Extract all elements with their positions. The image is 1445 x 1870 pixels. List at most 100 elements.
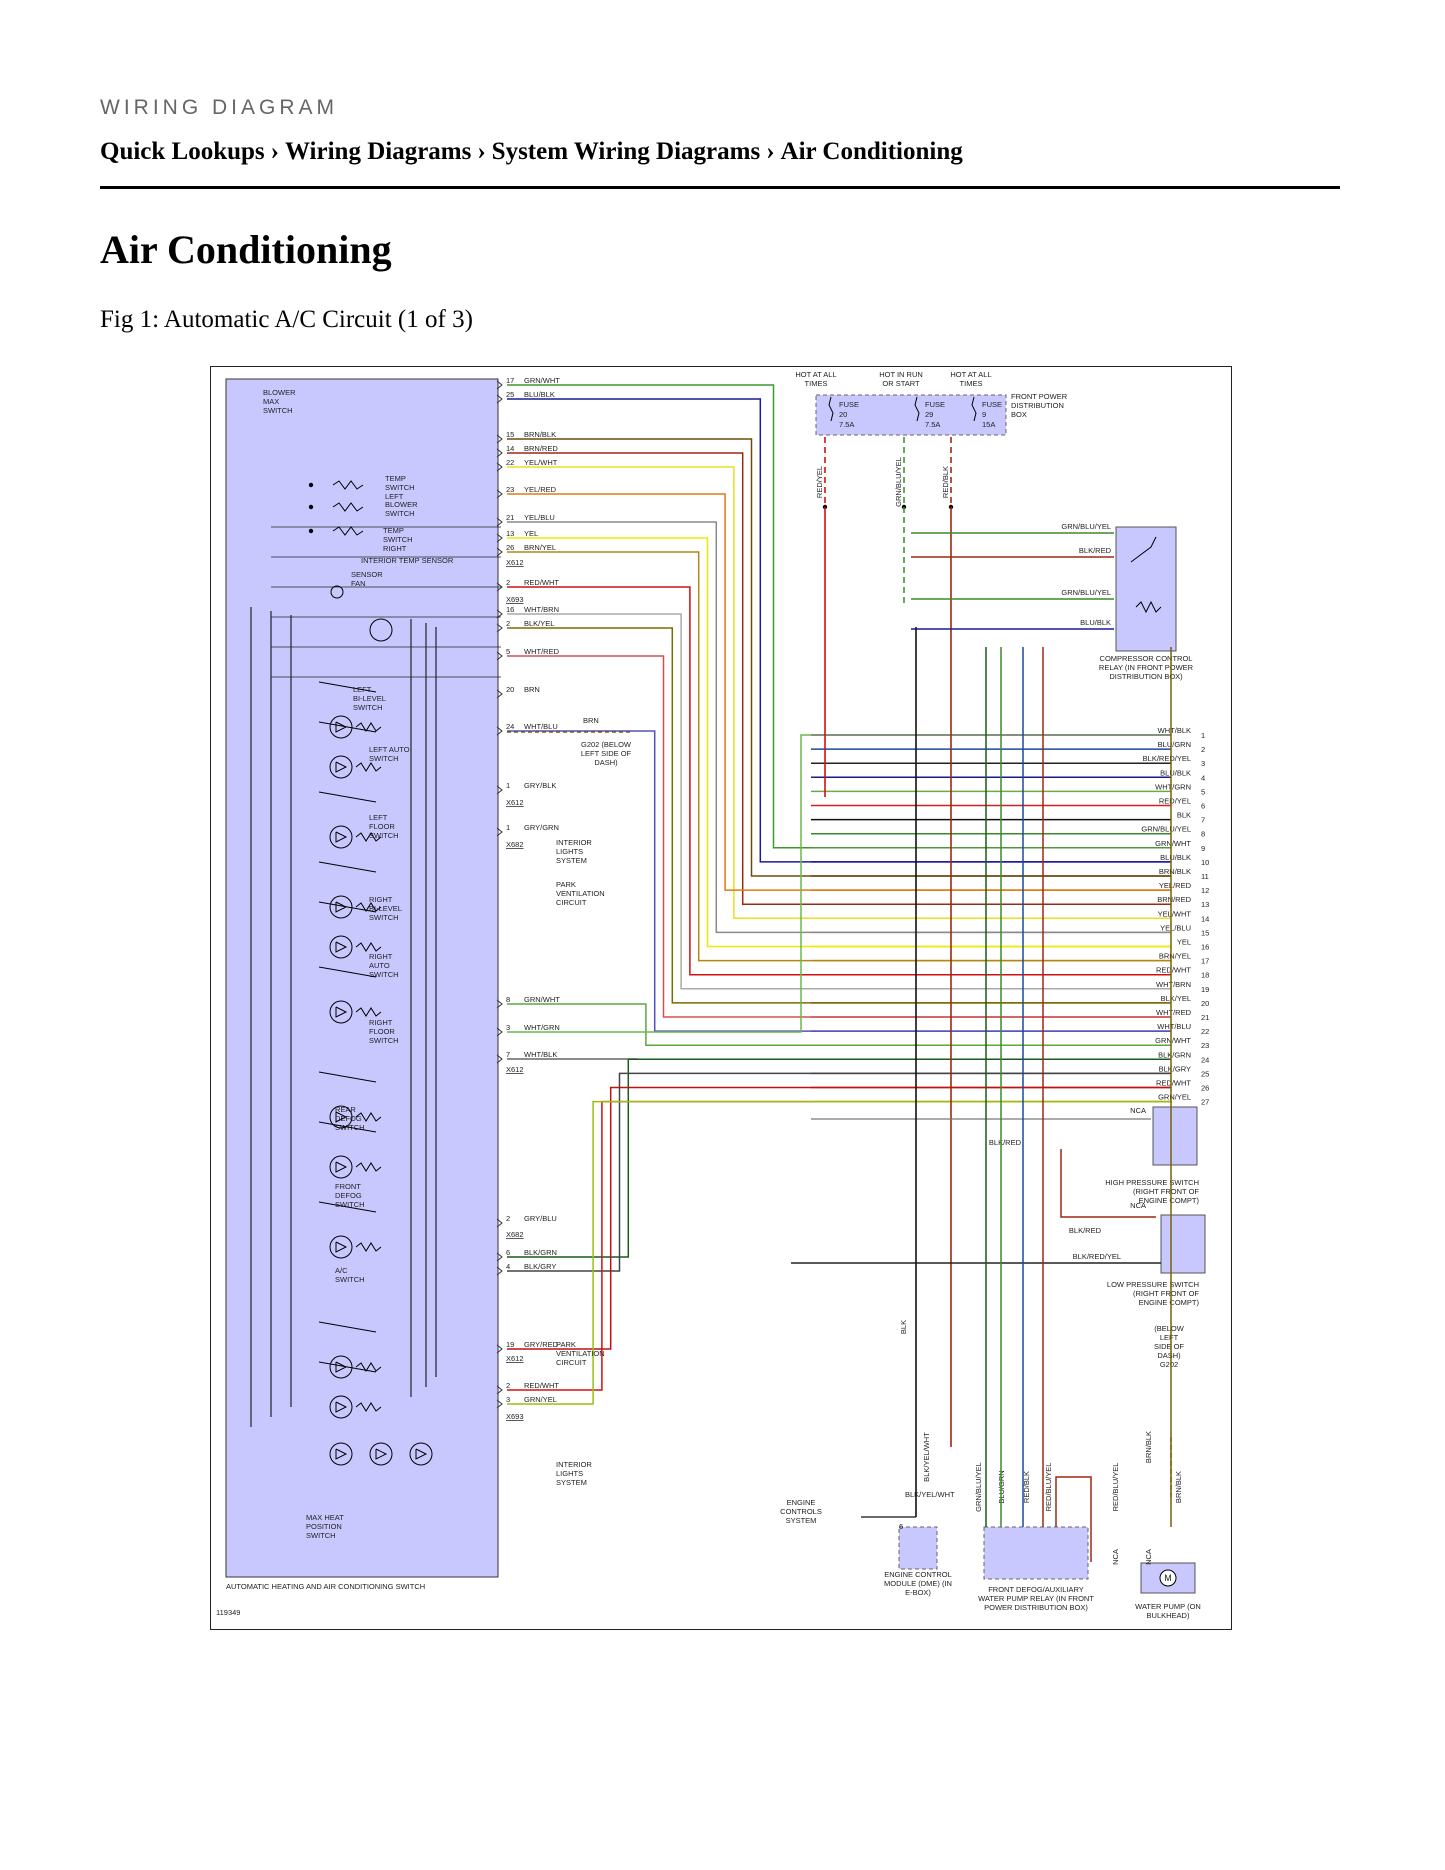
switch-label: SWITCH: [369, 970, 399, 979]
right-pin-wire-label: WHT/RED: [1156, 1008, 1192, 1017]
right-pin-number: 7: [1201, 816, 1205, 825]
fuse-number: 9: [982, 410, 986, 419]
breadcrumb-item-system-wiring-diagrams[interactable]: System Wiring Diagrams: [491, 138, 761, 165]
power-box-label: BOX: [1011, 410, 1027, 419]
pressure-wire-label: NCA: [1130, 1106, 1146, 1115]
resistor-symbol: [355, 1007, 382, 1017]
circuit-reference: SYSTEM: [556, 1478, 587, 1487]
switch-label: SWITCH: [353, 703, 383, 712]
bottom-wire-label: NCA: [1111, 1549, 1120, 1565]
left-pin-wire-label: YEL/BLU: [524, 513, 555, 522]
left-pin-wire-label: GRY/RED: [524, 1340, 559, 1349]
switch-label: RIGHT: [369, 1018, 393, 1027]
bottom-wire-label: BLK: [899, 1320, 908, 1334]
figure-caption: Fig 1: Automatic A/C Circuit (1 of 3): [100, 306, 473, 333]
bottom-wire-label: RED/BLU/YEL: [1044, 1463, 1053, 1512]
right-pin-number: 19: [1201, 985, 1209, 994]
right-pin-number: 8: [1201, 830, 1205, 839]
left-pin-number: 3: [506, 1395, 510, 1404]
pin-connector: [496, 651, 503, 661]
right-pin-wire-label: BLK/RED/YEL: [1143, 754, 1191, 763]
switch-label: LEFT: [385, 492, 404, 501]
circuit-reference: PARK: [556, 1340, 576, 1349]
right-pin-wire-label: GRN/WHT: [1155, 1036, 1191, 1045]
ground-label-right: DASH): [1157, 1351, 1181, 1360]
resistor-symbol: [355, 1362, 382, 1372]
switch-label: BLOWER: [263, 388, 296, 397]
circuit-reference: CIRCUIT: [556, 1358, 587, 1367]
pump-relay-label: POWER DISTRIBUTION BOX): [984, 1603, 1088, 1612]
pressure-wire-label: BLK/RED: [989, 1138, 1022, 1147]
breadcrumb-item-quick-lookups[interactable]: Quick Lookups: [100, 138, 265, 165]
harness-wire: [507, 655, 1171, 1018]
right-pin-wire-label: YEL: [1177, 938, 1191, 947]
fuse-source-label: TIMES: [960, 379, 983, 388]
pin-connector: [496, 999, 503, 1009]
right-pin-number: 20: [1201, 999, 1209, 1008]
fuse-rating: 7.5A: [925, 420, 940, 429]
right-pin-wire-label: BRN/BLK: [1159, 867, 1191, 876]
engine-controls-label: ENGINE: [787, 1498, 816, 1507]
fuse-name: FUSE: [982, 400, 1002, 409]
pin-connector: [496, 489, 503, 499]
fuse-rating: 15A: [982, 420, 995, 429]
switch-label: SENSOR: [351, 570, 383, 579]
harness-wire: [507, 452, 1171, 905]
switch-label: SWITCH: [335, 1200, 365, 1209]
circuit-reference: VENTILATION: [556, 889, 605, 898]
potentiometer-symbol: [332, 526, 364, 536]
led-diode-symbol: [335, 1006, 348, 1018]
ground-label: LEFT SIDE OF: [581, 749, 632, 758]
bottom-wire-label: BRN/BLK: [1174, 1471, 1183, 1503]
led-symbol: [329, 1355, 353, 1379]
led-symbol: [329, 755, 353, 779]
ground-label: G202 (BELOW: [581, 740, 632, 749]
circuit-reference: CIRCUIT: [556, 898, 587, 907]
harness-wire: [507, 384, 1171, 849]
left-pin-number: 1: [506, 781, 510, 790]
right-pin-number: 16: [1201, 943, 1209, 952]
harness-wire: [507, 493, 1171, 891]
bottom-wire-label: GRN/BLU/YEL: [974, 1462, 983, 1512]
pump-relay-panel: [983, 1526, 1089, 1580]
left-pin-number: 26: [506, 543, 514, 552]
ecm-panel: [898, 1526, 938, 1570]
right-pin-wire-label: WHT/BRN: [1156, 980, 1191, 989]
harness-wire: [507, 521, 1171, 934]
connector-id: X612: [506, 1065, 524, 1074]
switch-label: BI-LEVEL: [369, 904, 402, 913]
pin-connector: [496, 689, 503, 699]
right-pin-number: 3: [1201, 759, 1205, 768]
right-pin-wire-label: GRN/YEL: [1158, 1093, 1191, 1102]
led-symbol: [329, 1442, 353, 1466]
potentiometer-symbol: [332, 480, 364, 490]
right-pin-number: 15: [1201, 928, 1209, 937]
left-pin-number: 17: [506, 376, 514, 385]
led-diode-symbol: [335, 761, 348, 773]
switch-label: FLOOR: [369, 822, 395, 831]
ground-wire-label: BRN: [583, 716, 599, 725]
left-pin-number: 6: [506, 1248, 510, 1257]
pin-connector: [496, 1054, 503, 1064]
bottom-wire-label: BRN/BLK: [1144, 1431, 1153, 1463]
switch-contact: [318, 681, 377, 693]
left-pin-number: 3: [506, 1023, 510, 1032]
ground-label-right: (BELOW: [1154, 1324, 1185, 1333]
left-pin-number: 14: [506, 444, 514, 453]
switch-label: FLOOR: [369, 1027, 395, 1036]
breadcrumb-item-wiring-diagrams[interactable]: Wiring Diagrams: [285, 138, 472, 165]
splice-dot: [308, 528, 314, 534]
led-diode-symbol: [335, 941, 348, 953]
ground-label-right: SIDE OF: [1154, 1342, 1184, 1351]
switch-label: SWITCH: [335, 1275, 365, 1284]
circuit-reference: INTERIOR: [556, 1460, 592, 1469]
switch-label: TEMP: [385, 474, 406, 483]
pin-connector: [496, 1385, 503, 1395]
circuit-reference: SYSTEM: [556, 856, 587, 865]
compressor-relay-label: DISTRIBUTION BOX): [1109, 672, 1183, 681]
led-diode-symbol: [335, 721, 348, 733]
right-pin-number: 27: [1201, 1098, 1209, 1107]
right-pin-wire-label: BLU/GRN: [1158, 740, 1191, 749]
left-pin-number: 8: [506, 995, 510, 1004]
left-pin-number: 2: [506, 619, 510, 628]
